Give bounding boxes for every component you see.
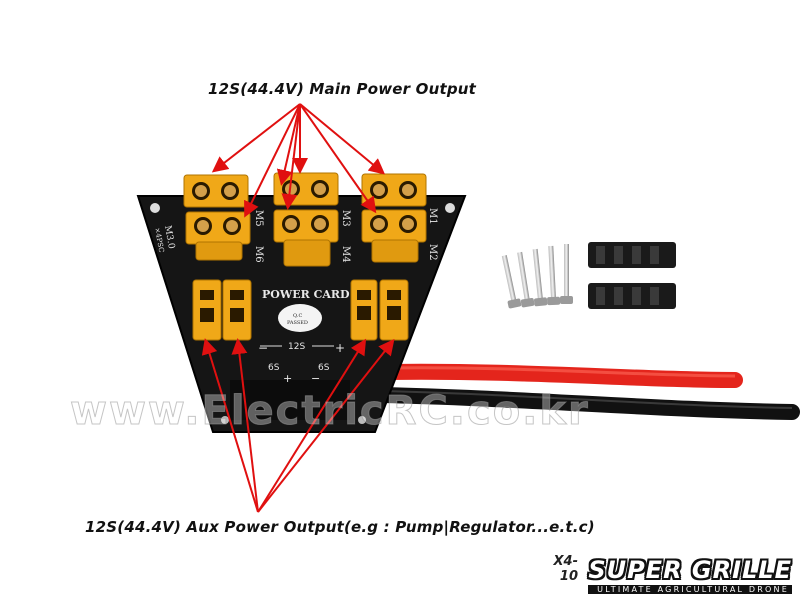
main-output-arrows (211, 103, 386, 218)
qc-label-line1: Q.C (293, 313, 302, 319)
brand-logo: X4-10 SUPER GRILLE ULTIMATE AGRICULTURAL… (554, 554, 792, 594)
aux-connector-1 (192, 279, 222, 341)
plus-12s: + (335, 341, 345, 355)
side-label-line1: M3.0 (162, 225, 176, 250)
motor-label-m4: M4 (340, 246, 351, 263)
connector-m2 (361, 209, 427, 263)
aux-output-arrows (201, 338, 395, 513)
voltage-6s-right: 6S (318, 363, 330, 373)
voltage-6s-left: 6S (268, 363, 280, 373)
minus-12s: − (258, 341, 268, 355)
qc-label-line2: PASSED (287, 320, 308, 326)
motor-label-m3: M3 (340, 210, 351, 227)
spacer-block-top (588, 242, 676, 268)
connector-m6 (185, 211, 251, 261)
aux-connector-4 (379, 279, 409, 341)
board-silkscreen: POWER CARD Q.C PASSED M3.0 ×4PSC M5 M6 M… (153, 208, 438, 385)
aux-output-caption: 12S(44.4V) Aux Power Output(e.g : Pump|R… (85, 518, 595, 536)
motor-label-m2: M2 (427, 244, 438, 261)
plus-6s: + (283, 372, 292, 385)
voltage-12s-label: 12S (288, 342, 305, 352)
motor-label-m5: M5 (253, 210, 264, 227)
aux-connector-3 (350, 279, 378, 341)
brand-tagline: ULTIMATE AGRICULTURAL DRONE (588, 585, 792, 594)
power-wires (372, 363, 800, 420)
watermark-text: www.ElectricRC.co.kr (70, 388, 590, 435)
spacer-block-bottom (588, 283, 676, 309)
aux-connector-2 (222, 279, 252, 341)
connector-m5 (183, 174, 249, 208)
motor-label-m6: M6 (253, 246, 264, 263)
brand-name: SUPER GRILLE (588, 556, 792, 584)
motor-label-m1: M1 (427, 208, 438, 225)
aux-output-connectors (192, 279, 409, 341)
main-output-caption: 12S(44.4V) Main Power Output (208, 80, 477, 98)
screws (501, 244, 573, 309)
minus-6s: − (311, 372, 320, 385)
connector-m1 (361, 173, 427, 207)
spacer-blocks (588, 242, 676, 309)
brand-model: X4-10 (553, 554, 578, 584)
connector-m4 (273, 209, 339, 267)
main-output-connectors (183, 172, 427, 267)
power-card-label: POWER CARD (262, 288, 350, 301)
